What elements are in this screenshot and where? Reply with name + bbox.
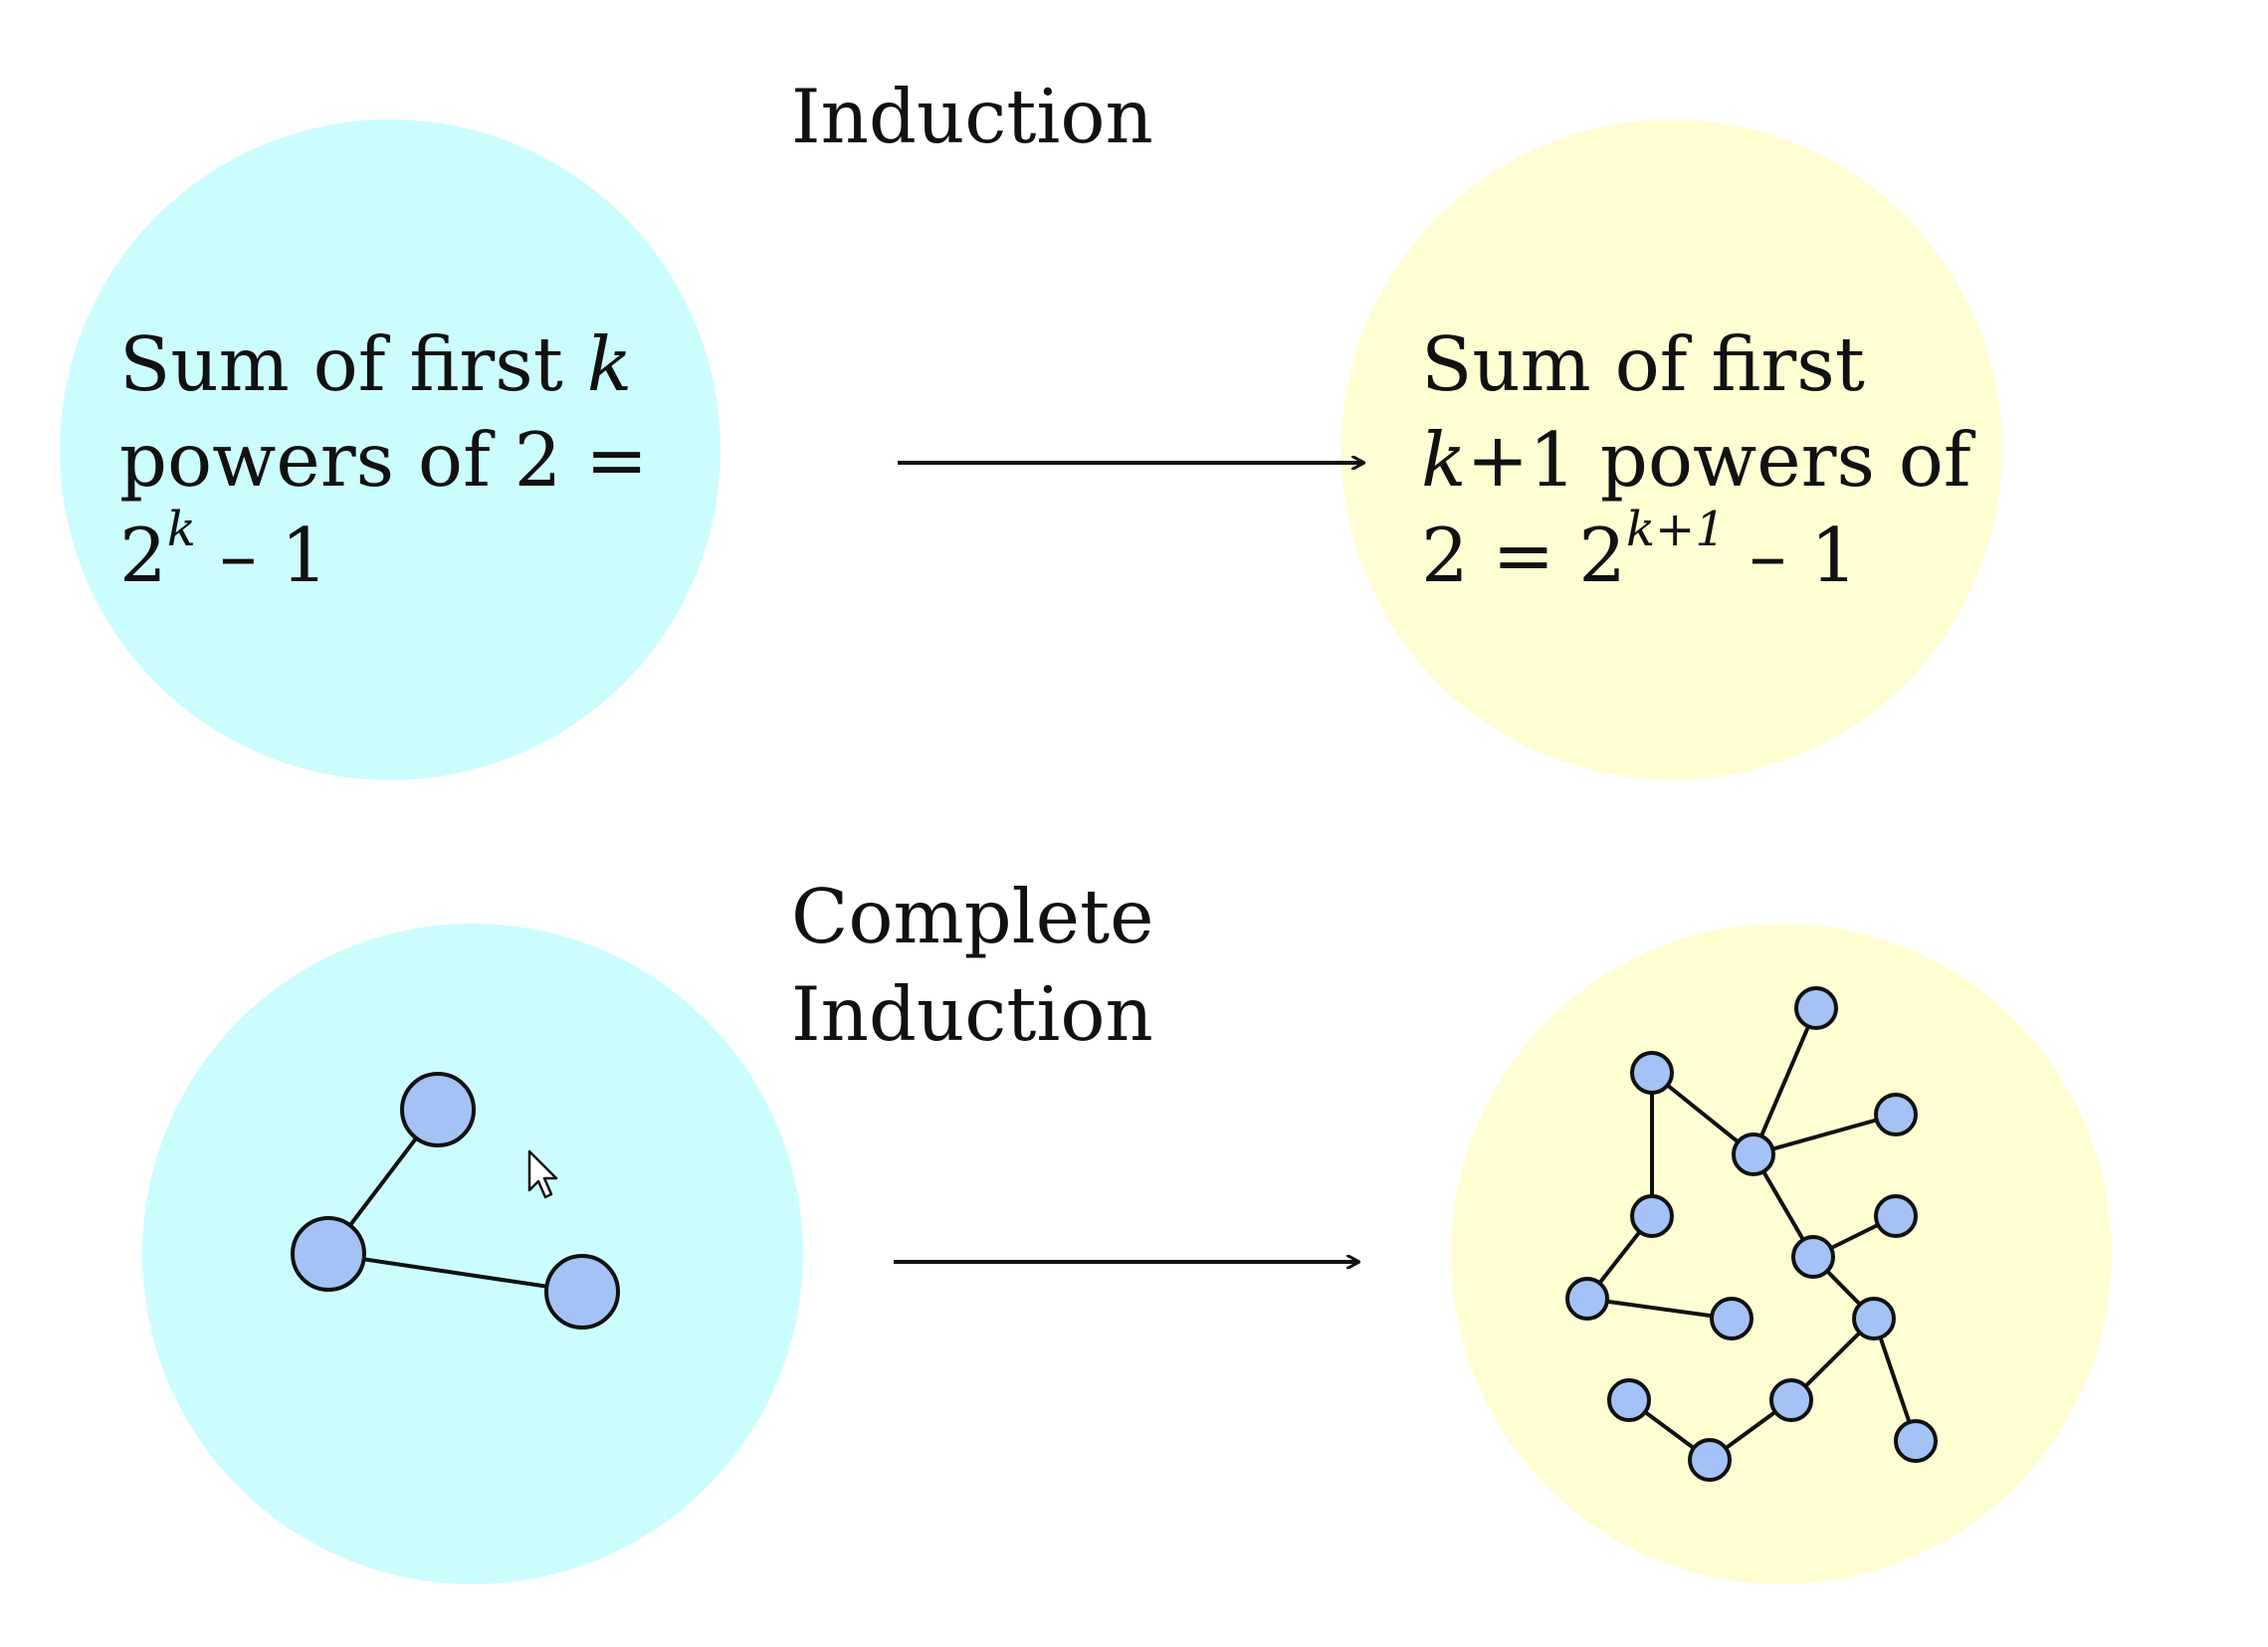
inductive-step-circle <box>1341 119 2002 780</box>
minus-one: – 1 <box>195 512 328 599</box>
power-base: 2 <box>119 512 167 599</box>
variable-k: k <box>586 320 633 408</box>
base-case-line1: Sum of first k <box>119 316 648 412</box>
inductive-step-line3-text: 2 = 2 <box>1421 512 1626 599</box>
base-case-circle <box>60 119 721 780</box>
graph-node <box>1791 1235 1835 1279</box>
graph-node <box>400 1072 476 1147</box>
minus-one: – 1 <box>1725 512 1858 599</box>
complete-induction-title: Complete Induction <box>791 868 1154 1063</box>
graph-node <box>1794 986 1838 1030</box>
inductive-step-line1: Sum of first <box>1421 320 1865 408</box>
graph-node <box>1630 1194 1674 1238</box>
small-graph <box>291 1072 620 1330</box>
graph-node <box>1852 1297 1896 1340</box>
mouse-pointer-icon <box>527 1149 558 1199</box>
inductive-step-line2-text: +1 powers of <box>1466 416 1971 504</box>
large-graph-circle <box>1451 924 2112 1584</box>
graph-node <box>1769 1378 1813 1422</box>
base-case-line2: powers of 2 = <box>119 416 649 504</box>
graph-edge <box>327 1252 583 1294</box>
large-graph <box>1565 986 1938 1482</box>
power-exponent: k+1 <box>1625 502 1726 557</box>
power-exponent: k <box>166 502 196 557</box>
small-graph-circle <box>142 924 803 1584</box>
graph-edge <box>1586 1297 1733 1321</box>
complete-induction-title-line2: Induction <box>791 970 1153 1058</box>
inductive-step-line3: 2 = 2k+1 – 1 <box>1421 506 1971 603</box>
graph-node <box>1710 1297 1753 1340</box>
graph-edge <box>1753 1113 1897 1156</box>
graph-node <box>1565 1277 1609 1321</box>
graph-node <box>1874 1194 1918 1238</box>
graph-node <box>1732 1132 1775 1176</box>
variable-k: k <box>1421 416 1467 504</box>
graph-node <box>544 1254 620 1330</box>
graph-node <box>1688 1438 1732 1482</box>
inductive-step-statement: Sum of first k+1 powers of 2 = 2k+1 – 1 <box>1421 316 1971 603</box>
graph-node <box>1894 1419 1938 1463</box>
induction-title: Induction <box>791 73 1153 160</box>
complete-induction-title-line1: Complete <box>791 873 1154 960</box>
base-case-line3: 2k – 1 <box>119 506 648 603</box>
graph-node <box>1874 1093 1918 1136</box>
graph-node <box>1630 1051 1674 1095</box>
graph-edge <box>1752 1007 1818 1155</box>
graph-node <box>1607 1378 1651 1422</box>
graph-node <box>291 1216 366 1292</box>
base-case-statement: Sum of first k powers of 2 = 2k – 1 <box>119 316 648 603</box>
base-case-line1-text: Sum of first <box>119 320 587 408</box>
inductive-step-line2: k+1 powers of <box>1421 412 1971 508</box>
